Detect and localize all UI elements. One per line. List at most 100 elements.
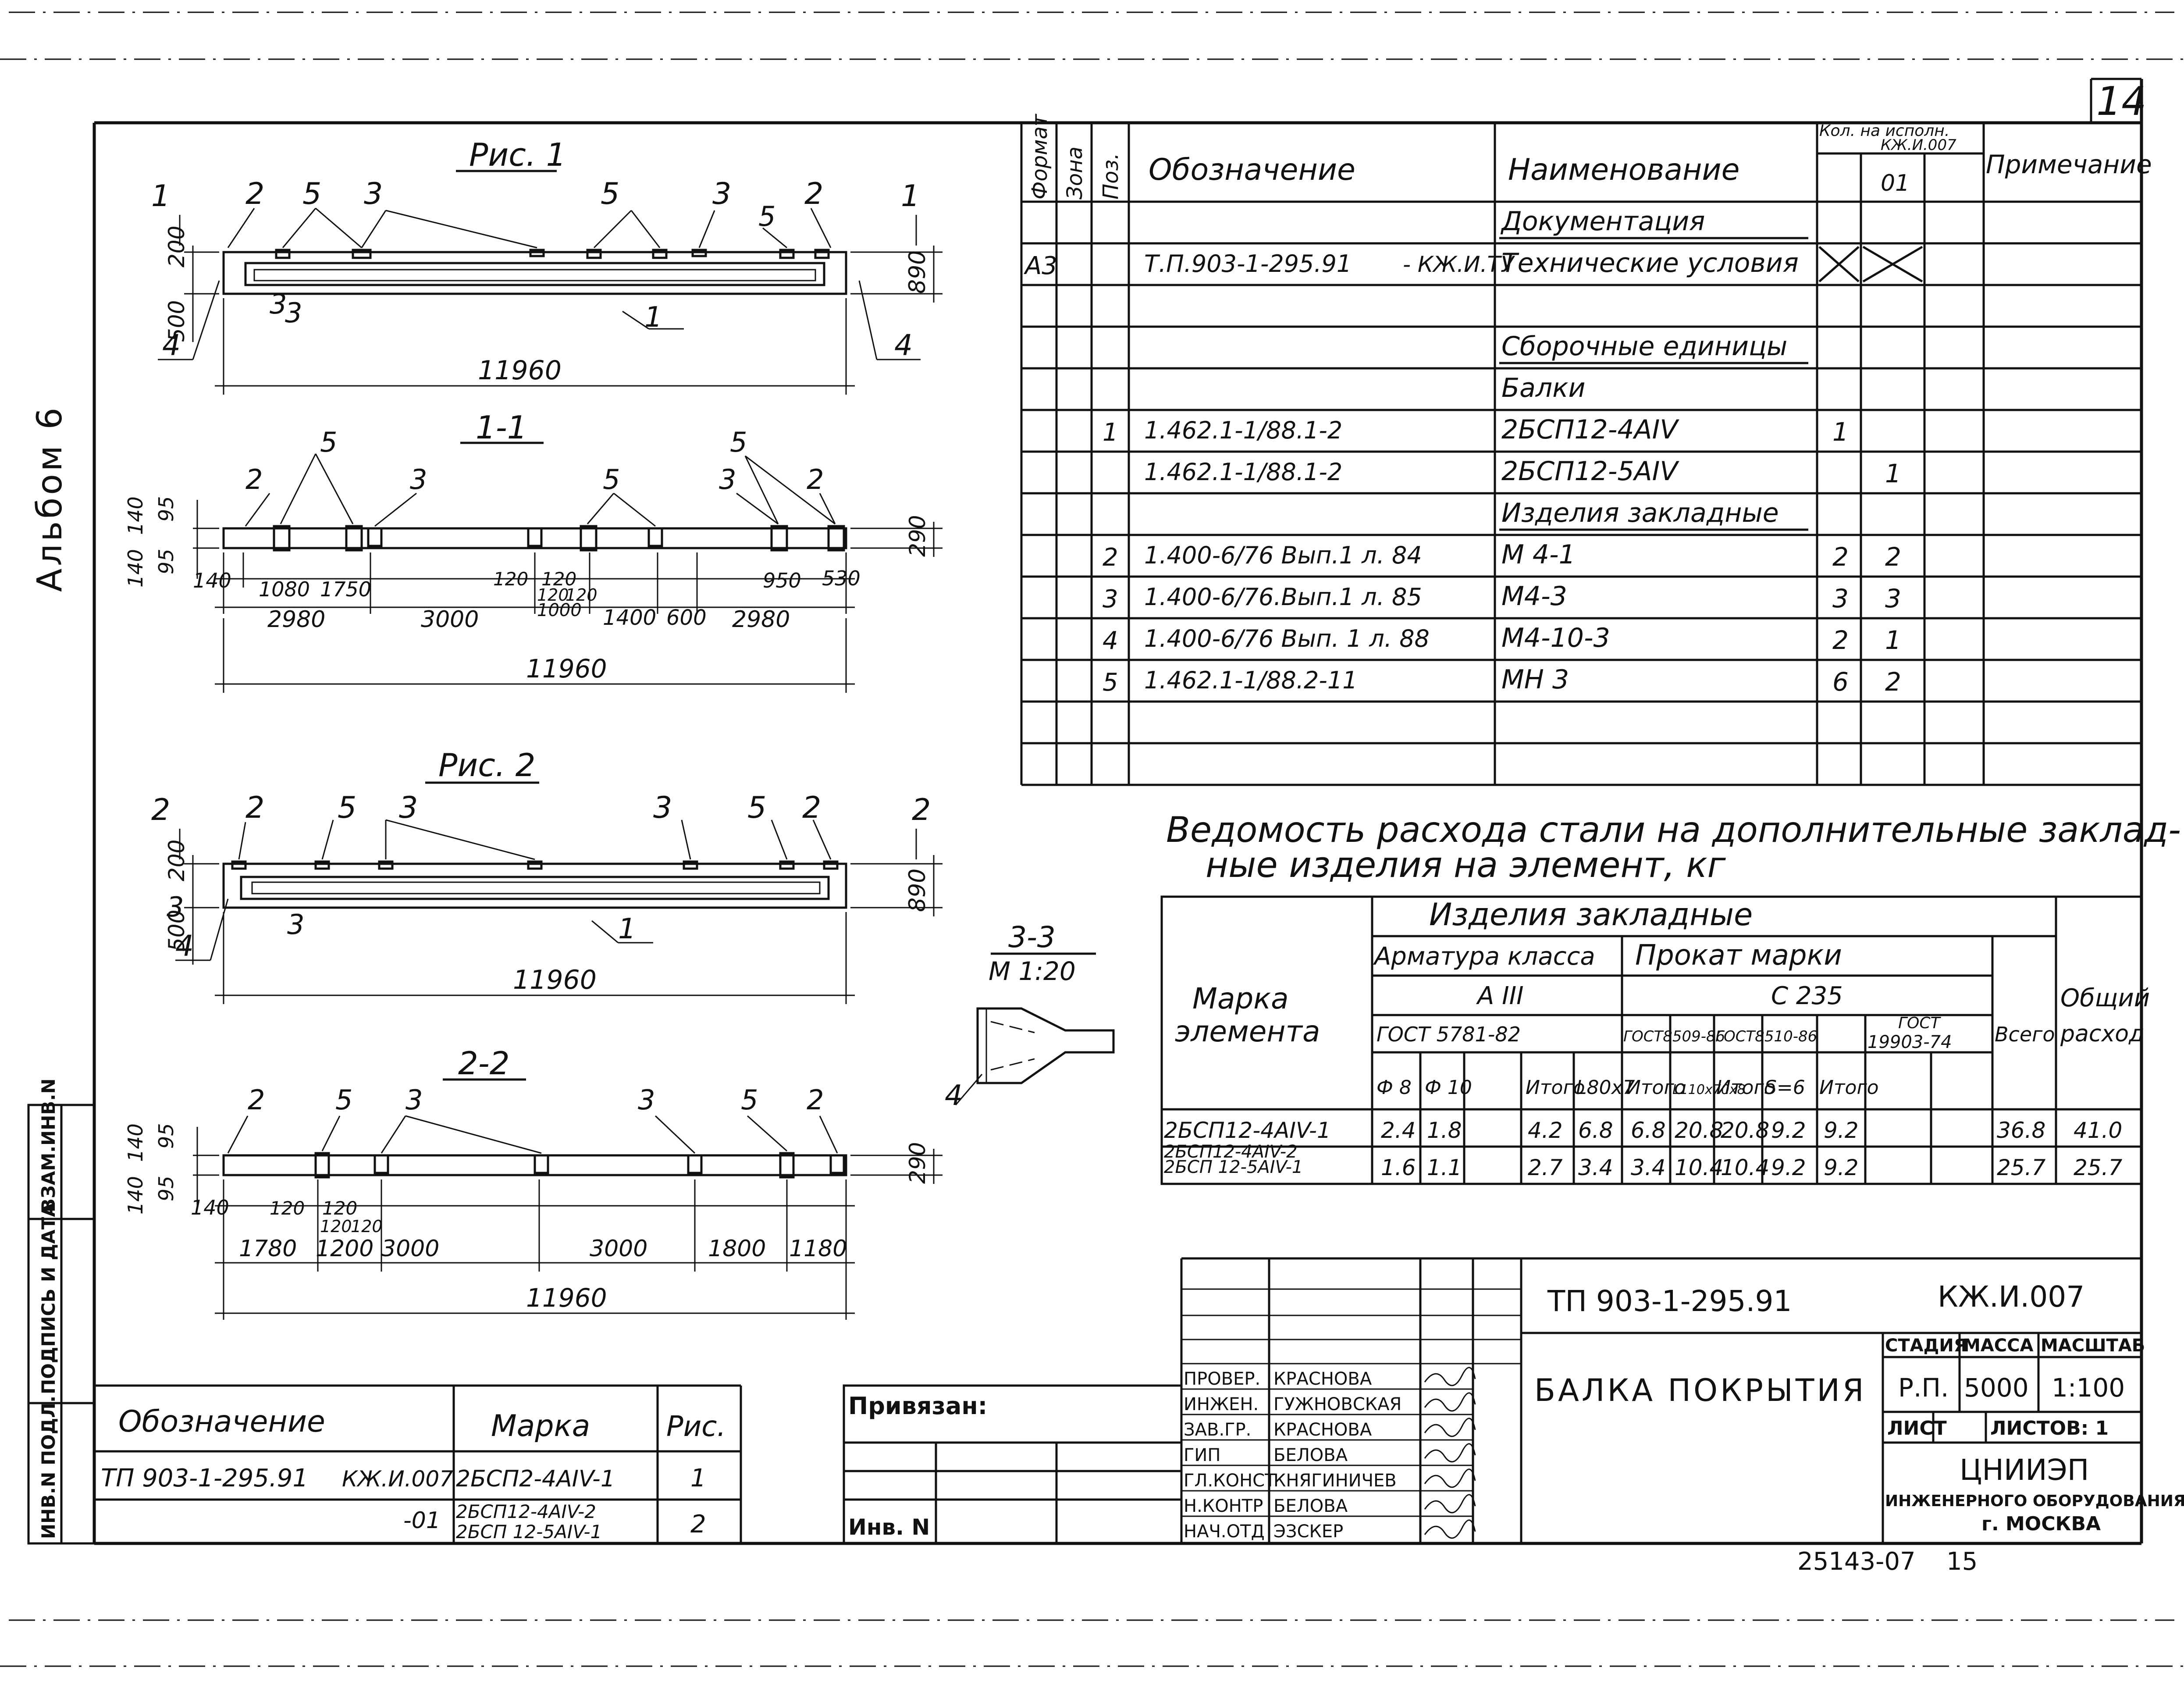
spec-pos: 2 <box>1103 543 1118 572</box>
sec22-callout-2r: 2 <box>807 1084 824 1116</box>
fig1-callout-4l: 4 <box>162 328 181 362</box>
sec11-sdim-530: 530 <box>822 567 861 590</box>
fig2-callout-2d: 2 <box>912 793 931 827</box>
fig1-section-3: 3 <box>270 288 287 320</box>
sheet-number: 14 <box>2096 78 2147 125</box>
index-r2-fig: 2 <box>690 1510 706 1539</box>
index-h-designation: Обозначение <box>118 1404 325 1439</box>
steel-cell: 10.4 <box>1675 1155 1723 1180</box>
index-r1-fig: 1 <box>690 1464 706 1493</box>
fig1-callout-5r: 5 <box>758 200 775 232</box>
index-r2-mark2: 2БСП 12-5АIV-1 <box>456 1521 602 1543</box>
steel-h-mark2: элемента <box>1175 1015 1320 1048</box>
sec11-sdim-140: 140 <box>193 569 231 592</box>
tb-sheets: ЛИСТОВ: 1 <box>1990 1417 2109 1439</box>
spec-h-qty: Кол. на исполн. <box>1819 122 1949 140</box>
signature-mark <box>1424 1367 1476 1386</box>
steel-mark: 2БСП12-4АIV-1 <box>1164 1118 1331 1143</box>
fig2-dim-length: 11960 <box>513 965 597 995</box>
sec11-dim-600: 600 <box>666 606 707 630</box>
sec22-dim-3000a: 3000 <box>381 1236 439 1262</box>
index-r2-suffix: -01 <box>403 1507 441 1534</box>
spec-pos: 5 <box>1103 668 1118 697</box>
steel-h-gost19903b: 19903-74 <box>1867 1032 1952 1052</box>
signer-role: ГИП <box>1184 1445 1220 1465</box>
steel-h-total: Всего <box>1995 1023 2055 1046</box>
sec11-callout-2r: 2 <box>807 463 824 495</box>
sec11-callout-3l: 3 <box>410 463 427 495</box>
spec-qty-var: 1 <box>1885 625 1901 655</box>
fig1-callout-3r: 3 <box>712 177 731 211</box>
signer-role: ИНЖЕН. <box>1184 1394 1259 1415</box>
spec-row: Сборочные единицы <box>1499 331 1808 364</box>
tb-doc-code: ТП 903-1-295.91 <box>1547 1284 1792 1318</box>
steel-cell: 25.7 <box>2074 1155 2123 1180</box>
steel-mark-2: 2БСП 12-5АIV-1 <box>1164 1157 1303 1177</box>
index-r1-suffix: КЖ.И.007 <box>342 1466 453 1492</box>
fig1-dim-890: 890 <box>904 250 931 294</box>
sec22-sdim-120d: 120 <box>351 1217 383 1236</box>
steel-cell: 41.0 <box>2074 1118 2122 1143</box>
spec-designation-suffix: - КЖ.И.ТУ <box>1403 252 1515 277</box>
signature-mark <box>1424 1418 1476 1437</box>
spec-designation: 1.400-6/76.Вып.1 л. 85 <box>1144 583 1422 611</box>
spec-qty-var: 3 <box>1885 584 1901 613</box>
sec11-sdim-1750: 1750 <box>320 577 371 601</box>
album-label: Альбом 6 <box>30 405 70 592</box>
side-stamp-inv: ИНВ.N ПОДЛ. <box>38 1396 59 1539</box>
steel-cell: 6.8 <box>1631 1118 1666 1143</box>
sec11-callout-5l: 5 <box>320 426 337 458</box>
signer-name: БЕЛОВА <box>1273 1445 1348 1465</box>
spec-pos: 1 <box>1103 418 1118 447</box>
steel-cell: 20.8 <box>1675 1118 1723 1143</box>
sec11-sdim-120c: 120 <box>537 585 569 605</box>
spec-h-note: Примечание <box>1986 150 2152 179</box>
steel-subheader: Итого <box>1626 1076 1686 1099</box>
signer-name: КРАСНОВА <box>1273 1420 1372 1440</box>
steel-cell: 4.2 <box>1528 1118 1563 1143</box>
steel-h-gost5781: ГОСТ 5781-82 <box>1377 1023 1521 1046</box>
sec22-title: 2-2 <box>458 1045 510 1082</box>
fig2-callout-2c: 2 <box>802 791 821 825</box>
sec11-dim-290: 290 <box>905 515 930 557</box>
binding-privyazan: Привязан: <box>848 1392 987 1420</box>
section-1-1: 1-1 5 5 2 3 5 3 <box>124 409 943 693</box>
sec22-dim-290: 290 <box>905 1142 930 1184</box>
signer-role: Н.КОНТР <box>1184 1496 1263 1516</box>
signer-name: КНЯГИНИЧЕВ <box>1273 1471 1397 1491</box>
steel-h-mark1: Марка <box>1192 982 1289 1015</box>
steel-h-gost19903a: ГОСТ <box>1898 1014 1942 1032</box>
spec-name: М 4-1 <box>1501 539 1576 570</box>
tb-doc-sheet: КЖ.И.007 <box>1938 1280 2084 1314</box>
index-h-fig: Рис. <box>666 1411 726 1443</box>
sec11-callout-5r: 5 <box>730 426 747 458</box>
title-block: ПРОВЕР.КРАСНОВАИНЖЕН.ГУЖНОВСКАЯЗАВ.ГР.КР… <box>1180 1257 2184 1543</box>
sec22-dim-1780: 1780 <box>239 1236 297 1262</box>
fig1-title: Рис. 1 <box>469 136 566 173</box>
steel-h-gost8510: ГОСТ8510-86 <box>1715 1028 1817 1045</box>
side-stamp-sign: ПОДПИСЬ И ДАТА <box>38 1203 59 1394</box>
spec-h-pos: Поз. <box>1099 153 1123 200</box>
tb-mass: 5000 <box>1964 1373 2029 1403</box>
sec22-callout-5r: 5 <box>741 1084 758 1116</box>
sec11-dim-3000: 3000 <box>421 606 479 633</box>
tb-org2: ИНЖЕНЕРНОГО ОБОРУДОВАНИЯ <box>1885 1492 2184 1510</box>
section-3-3: 3-3 М 1:20 4 <box>945 920 1115 1112</box>
spec-qty-var: 1 <box>1885 459 1901 488</box>
spec-qty-var: 2 <box>1885 542 1901 572</box>
sec11-sdim-120d: 120 <box>566 585 598 605</box>
index-r2-mark: 2БСП12-4АIV-2 <box>456 1501 596 1522</box>
fig1-dim-500: 500 <box>164 300 189 342</box>
sec11-sdim-950: 950 <box>763 569 801 592</box>
steel-cell: 1.6 <box>1381 1155 1416 1180</box>
steel-cell: 1.8 <box>1427 1118 1462 1143</box>
fig1-dim-200: 200 <box>164 226 189 267</box>
